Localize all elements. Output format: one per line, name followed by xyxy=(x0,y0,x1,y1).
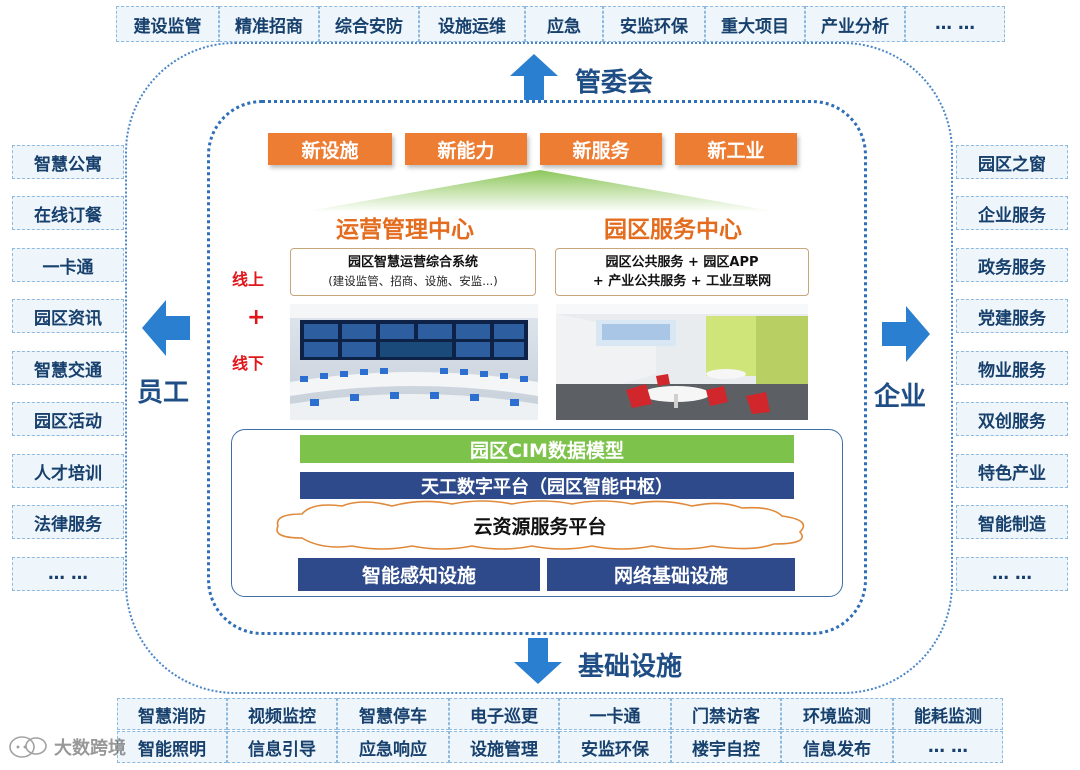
new-services-box: 新服务 xyxy=(540,133,662,165)
top-item[interactable]: 重大项目 xyxy=(705,6,805,42)
bottom-item[interactable]: 安监环保 xyxy=(559,731,671,763)
bottom-item[interactable]: 智能照明 xyxy=(117,731,227,763)
right-item[interactable]: 企业服务 xyxy=(956,196,1068,230)
bottom-item[interactable]: 视频监控 xyxy=(227,698,337,730)
watermark-text: 大数跨境 xyxy=(54,734,126,760)
right-item[interactable]: 特色产业 xyxy=(956,454,1068,488)
ops-system-name: 园区智慧运营综合系统 xyxy=(348,253,478,272)
bottom-item[interactable]: 电子巡更 xyxy=(449,698,559,730)
offline-label: 线下 xyxy=(232,350,264,374)
left-item[interactable]: … … xyxy=(12,557,124,591)
bottom-item[interactable]: 门禁访客 xyxy=(671,698,781,730)
watermark: 大数跨境 xyxy=(8,734,126,760)
left-item[interactable]: 智慧公寓 xyxy=(12,145,124,179)
top-item[interactable]: 应急 xyxy=(525,6,603,42)
left-item[interactable]: 智慧交通 xyxy=(12,351,124,385)
online-label: 线上 xyxy=(232,266,264,290)
arrow-right-icon xyxy=(880,302,932,366)
infrastructure-label: 基础设施 xyxy=(578,646,682,683)
top-item[interactable]: 建设监管 xyxy=(116,6,219,42)
left-item[interactable]: 人才培训 xyxy=(12,454,124,488)
management-label: 管委会 xyxy=(575,62,653,99)
green-triangle xyxy=(300,168,780,212)
left-item[interactable]: 法律服务 xyxy=(12,505,124,539)
bottom-item[interactable]: 智慧停车 xyxy=(337,698,449,730)
right-item[interactable]: … … xyxy=(956,557,1068,591)
service-line-2: + 产业公共服务 + 工业互联网 xyxy=(593,272,771,291)
top-item[interactable]: 产业分析 xyxy=(805,6,905,42)
top-item[interactable]: 综合安防 xyxy=(319,6,419,42)
bottom-item[interactable]: 智慧消防 xyxy=(117,698,227,730)
top-scenario-row: 建设监管 精准招商 综合安防 设施运维 应急 安监环保 重大项目 产业分析 … … xyxy=(116,6,1005,42)
right-item[interactable]: 物业服务 xyxy=(956,351,1068,385)
digital-platform-bar: 天工数字平台（园区智能中枢） xyxy=(300,472,794,499)
left-item[interactable]: 一卡通 xyxy=(12,248,124,282)
bottom-item[interactable]: 信息引导 xyxy=(227,731,337,763)
new-industry-box: 新工业 xyxy=(675,133,797,165)
bottom-item[interactable]: … … xyxy=(893,731,1003,763)
service-system-box: 园区公共服务 + 园区APP + 产业公共服务 + 工业互联网 xyxy=(555,248,809,296)
chat-bubble-icon xyxy=(8,734,48,760)
employees-label: 员工 xyxy=(137,372,189,409)
left-item[interactable]: 在线订餐 xyxy=(12,196,124,230)
ops-system-sub: (建设监管、招商、设施、安监...) xyxy=(328,272,497,291)
bottom-item[interactable]: 能耗监测 xyxy=(893,698,1003,730)
top-item[interactable]: 安监环保 xyxy=(603,6,705,42)
new-capability-box: 新能力 xyxy=(405,133,527,165)
bottom-item[interactable]: 环境监测 xyxy=(781,698,893,730)
ops-center-title: 运营管理中心 xyxy=(336,210,474,244)
new-facilities-box: 新设施 xyxy=(268,133,392,165)
arrow-up-icon xyxy=(508,52,560,102)
top-item[interactable]: 精准招商 xyxy=(219,6,319,42)
service-center-title: 园区服务中心 xyxy=(604,210,742,244)
ops-system-box: 园区智慧运营综合系统 (建设监管、招商、设施、安监...) xyxy=(290,248,536,296)
bottom-item[interactable]: 一卡通 xyxy=(559,698,671,730)
bottom-row-2: 智能照明 信息引导 应急响应 设施管理 安监环保 楼宇自控 信息发布 … … xyxy=(117,731,1003,763)
cloud-platform-label: 云资源服务平台 xyxy=(400,512,680,538)
bottom-item[interactable]: 信息发布 xyxy=(781,731,893,763)
sensing-facilities-bar: 智能感知设施 xyxy=(298,558,540,591)
plus-label: + xyxy=(247,305,265,330)
arrow-down-icon xyxy=(512,636,564,686)
bottom-row-1: 智慧消防 视频监控 智慧停车 电子巡更 一卡通 门禁访客 环境监测 能耗监测 xyxy=(117,698,1003,730)
right-item[interactable]: 园区之窗 xyxy=(956,145,1068,179)
arrow-left-icon xyxy=(140,296,192,360)
right-item[interactable]: 党建服务 xyxy=(956,299,1068,333)
service-hall-photo xyxy=(556,304,808,420)
network-infrastructure-bar: 网络基础设施 xyxy=(547,558,795,591)
bottom-item[interactable]: 楼宇自控 xyxy=(671,731,781,763)
control-room-photo xyxy=(290,304,538,420)
enterprise-label: 企业 xyxy=(874,376,926,413)
bottom-item[interactable]: 应急响应 xyxy=(337,731,449,763)
right-item[interactable]: 智能制造 xyxy=(956,505,1068,539)
right-item[interactable]: 双创服务 xyxy=(956,402,1068,436)
cim-model-bar: 园区CIM数据模型 xyxy=(300,435,794,463)
right-item[interactable]: 政务服务 xyxy=(956,248,1068,282)
bottom-item[interactable]: 设施管理 xyxy=(449,731,559,763)
left-item[interactable]: 园区资讯 xyxy=(12,299,124,333)
service-line-1: 园区公共服务 + 园区APP xyxy=(605,253,758,272)
left-item[interactable]: 园区活动 xyxy=(12,402,124,436)
top-item[interactable]: 设施运维 xyxy=(419,6,525,42)
top-item[interactable]: … … xyxy=(905,6,1005,42)
